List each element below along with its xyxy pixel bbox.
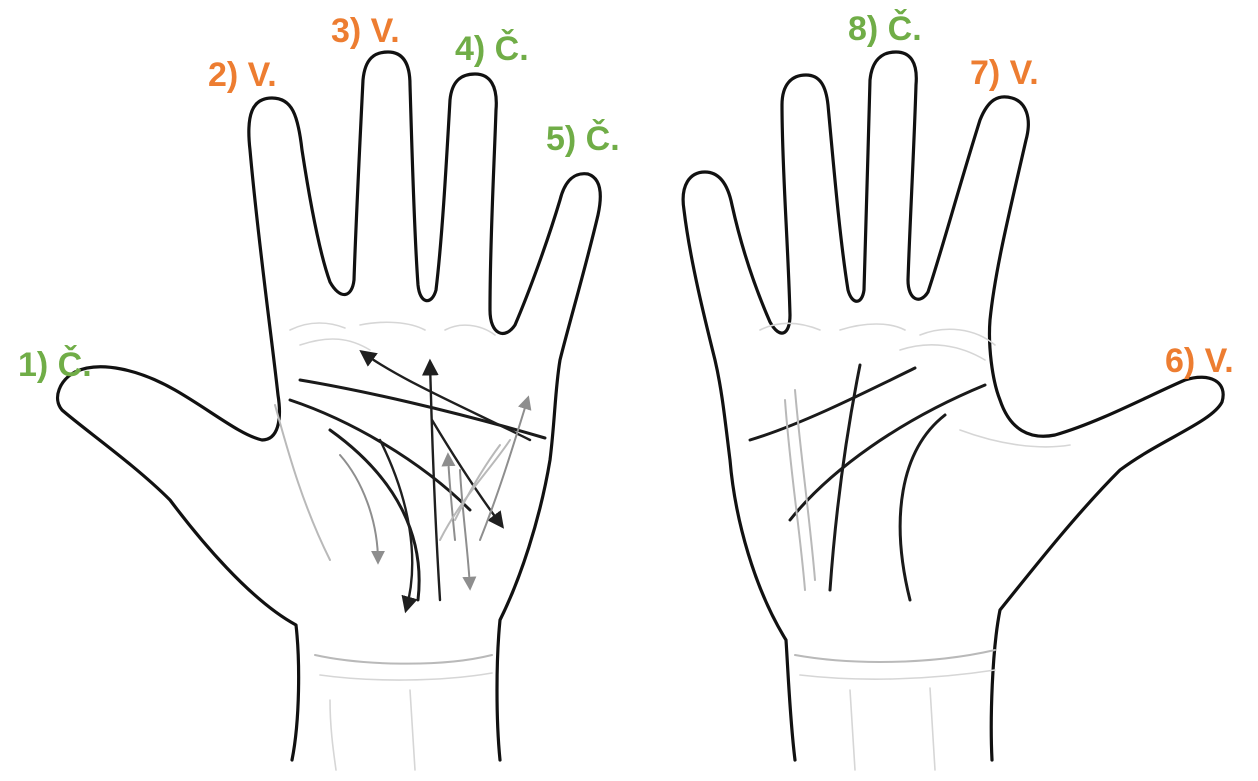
left-heart-line	[298, 378, 547, 440]
left-arrow-4	[378, 438, 418, 614]
left-arrow-gray-1	[479, 395, 532, 541]
label-7: 7) V.	[970, 54, 1039, 92]
left-arrow-3	[430, 418, 505, 529]
left-arrow-gray-4	[441, 452, 456, 541]
left-arrow-gray-3	[459, 469, 477, 591]
left-hand	[56, 50, 602, 771]
right-heart-line	[748, 366, 917, 442]
label-1: 1) Č.	[18, 346, 92, 384]
right-life-line	[898, 413, 947, 602]
right-hand-outline	[681, 50, 1225, 762]
label-8: 8) Č.	[848, 10, 922, 48]
left-life-line	[328, 428, 421, 602]
right-hand	[681, 50, 1225, 771]
right-fate-line	[828, 363, 862, 592]
label-5: 5) Č.	[546, 120, 620, 158]
left-arrow-gray-2	[339, 454, 385, 565]
left-hand-outline	[56, 50, 602, 762]
left-arrow-2	[421, 358, 442, 602]
left-head-line	[288, 398, 472, 512]
right-head-line	[788, 383, 987, 522]
label-2: 2) V.	[208, 56, 277, 94]
left-thumb-crease	[274, 404, 331, 561]
label-3: 3) V.	[331, 12, 400, 50]
label-4: 4) Č.	[455, 30, 529, 68]
left-arrow-1	[359, 350, 532, 442]
label-6: 6) V.	[1165, 342, 1234, 380]
left-wrist-crease	[314, 654, 493, 665]
right-wrist-crease	[794, 649, 996, 663]
